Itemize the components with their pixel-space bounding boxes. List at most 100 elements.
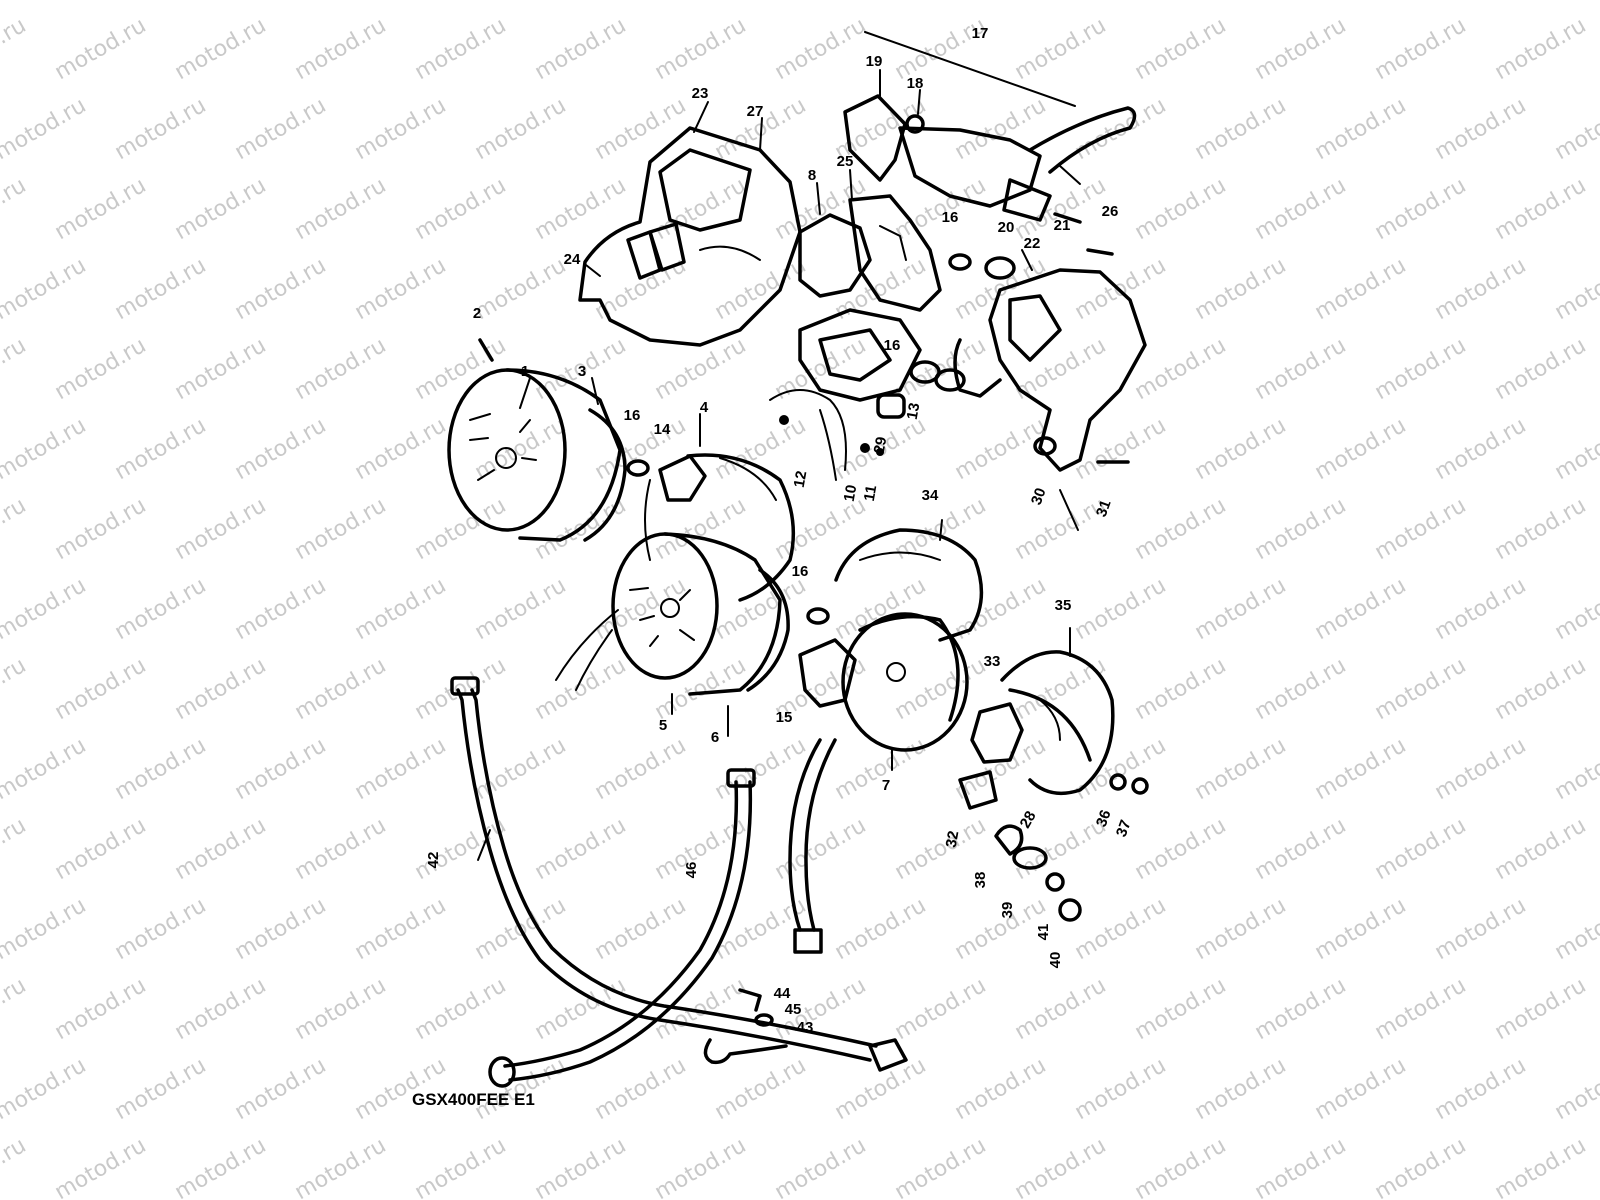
watermark-text: motod.ru bbox=[231, 573, 331, 645]
watermark-text: motod.ru bbox=[51, 973, 151, 1045]
watermark-text: motod.ru bbox=[1371, 13, 1471, 85]
callout-29: 29 bbox=[871, 436, 891, 455]
watermark-text: motod.ru bbox=[351, 893, 451, 965]
watermark-text: motod.ru bbox=[411, 333, 511, 405]
watermark-text: motod.ru bbox=[1431, 93, 1531, 165]
callout-16: 16 bbox=[624, 407, 641, 424]
watermark-text: motod.ru bbox=[1251, 653, 1351, 725]
watermark-text: motod.ru bbox=[51, 813, 151, 885]
watermark-text: motod.ru bbox=[831, 0, 931, 5]
watermark-text: motod.ru bbox=[771, 13, 871, 85]
watermark-text: motod.ru bbox=[891, 973, 991, 1045]
watermark-text: motod.ru bbox=[0, 1133, 30, 1200]
watermark-text: motod.ru bbox=[1491, 13, 1591, 85]
watermark-text: motod.ru bbox=[1191, 573, 1291, 645]
watermark-text: motod.ru bbox=[531, 813, 631, 885]
watermark-text: motod.ru bbox=[651, 973, 751, 1045]
watermark-text: motod.ru bbox=[0, 493, 30, 565]
callout-15: 15 bbox=[776, 709, 793, 726]
watermark-text: motod.ru bbox=[951, 1053, 1051, 1125]
watermark-text: motod.ru bbox=[0, 733, 90, 805]
watermark-text: motod.ru bbox=[411, 1133, 511, 1200]
watermark-text: motod.ru bbox=[651, 173, 751, 245]
watermark-text: motod.ru bbox=[351, 253, 451, 325]
callout-7: 7 bbox=[882, 777, 890, 794]
callout-30: 30 bbox=[1028, 486, 1050, 507]
watermark-text: motod.ru bbox=[231, 893, 331, 965]
watermark-text: motod.ru bbox=[1491, 813, 1591, 885]
callout-43: 43 bbox=[797, 1019, 814, 1036]
watermark-text: motod.ru bbox=[51, 653, 151, 725]
watermark-text: motod.ru bbox=[891, 13, 991, 85]
callout-23: 23 bbox=[692, 85, 709, 102]
watermark-text: motod.ru bbox=[1131, 1133, 1231, 1200]
watermark-text: motod.ru bbox=[111, 93, 211, 165]
callout-37: 37 bbox=[1113, 818, 1135, 839]
watermark-text: motod.ru bbox=[111, 253, 211, 325]
watermark-text: motod.ru bbox=[231, 413, 331, 485]
watermark-text: motod.ru bbox=[711, 1053, 811, 1125]
watermark-text: motod.ru bbox=[1551, 733, 1600, 805]
watermark-text: motod.ru bbox=[531, 13, 631, 85]
watermark-text: motod.ru bbox=[351, 573, 451, 645]
callout-44: 44 bbox=[774, 985, 791, 1002]
watermark-text: motod.ru bbox=[1251, 813, 1351, 885]
callout-14: 14 bbox=[654, 421, 671, 438]
watermark-text: motod.ru bbox=[1191, 413, 1291, 485]
watermark-text: motod.ru bbox=[1431, 573, 1531, 645]
callout-40: 40 bbox=[1047, 952, 1064, 969]
watermark-text: motod.ru bbox=[0, 813, 30, 885]
watermark-text: motod.ru bbox=[291, 173, 391, 245]
watermark-text: motod.ru bbox=[291, 1133, 391, 1200]
callout-39: 39 bbox=[999, 902, 1016, 919]
watermark-text: motod.ru bbox=[1311, 893, 1411, 965]
watermark-text: motod.ru bbox=[1491, 973, 1591, 1045]
watermark-text: motod.ru bbox=[0, 573, 90, 645]
callout-45: 45 bbox=[785, 1001, 802, 1018]
watermark-text: motod.ru bbox=[591, 93, 691, 165]
watermark-text: motod.ru bbox=[1551, 1053, 1600, 1125]
callout-21: 21 bbox=[1054, 217, 1071, 234]
callout-46: 46 bbox=[683, 862, 700, 879]
watermark-text: motod.ru bbox=[1311, 253, 1411, 325]
watermark-text: motod.ru bbox=[0, 413, 90, 485]
watermark-text: motod.ru bbox=[171, 333, 271, 405]
callout-4: 4 bbox=[700, 399, 709, 416]
watermark-text: motod.ru bbox=[171, 13, 271, 85]
watermark-text: motod.ru bbox=[411, 973, 511, 1045]
watermark-text: motod.ru bbox=[1371, 653, 1471, 725]
watermark-text: motod.ru bbox=[891, 653, 991, 725]
cable-clamp-part-43 bbox=[703, 988, 788, 1065]
watermark-text: motod.ru bbox=[591, 893, 691, 965]
watermark-text: motod.ru bbox=[651, 13, 751, 85]
watermark-text: motod.ru bbox=[51, 333, 151, 405]
watermark-text: motod.ru bbox=[111, 893, 211, 965]
watermark-text: motod.ru bbox=[771, 1133, 871, 1200]
callout-3: 3 bbox=[578, 363, 586, 380]
watermark-text: motod.ru bbox=[1071, 733, 1171, 805]
watermark-text: motod.ru bbox=[1251, 13, 1351, 85]
indicator-housing-part-34 bbox=[834, 528, 984, 642]
watermark-text: motod.ru bbox=[1431, 893, 1531, 965]
watermark-text: motod.ru bbox=[831, 1053, 931, 1125]
watermark-text: motod.ru bbox=[1311, 733, 1411, 805]
indicator-bracket-part-22 bbox=[948, 253, 1147, 472]
watermark-text: motod.ru bbox=[531, 653, 631, 725]
watermark-text: motod.ru bbox=[1071, 573, 1171, 645]
watermark-text: motod.ru bbox=[1071, 893, 1171, 965]
callout-19: 19 bbox=[866, 53, 883, 70]
watermark-text: motod.ru bbox=[1251, 333, 1351, 405]
watermark-text: motod.ru bbox=[1371, 1133, 1471, 1200]
watermark-text: motod.ru bbox=[171, 813, 271, 885]
watermark-text: motod.ru bbox=[1311, 93, 1411, 165]
watermark-text: motod.ru bbox=[531, 1133, 631, 1200]
watermark-text: motod.ru bbox=[1551, 253, 1600, 325]
callout-16: 16 bbox=[792, 563, 809, 580]
watermark-text: motod.ru bbox=[1251, 173, 1351, 245]
watermark-text: motod.ru bbox=[0, 93, 90, 165]
callout-17: 17 bbox=[972, 25, 989, 42]
speedometer-part-1 bbox=[447, 338, 707, 542]
watermark-text: motod.ru bbox=[1311, 0, 1411, 5]
watermark-text: motod.ru bbox=[951, 573, 1051, 645]
watermark-text: motod.ru bbox=[831, 573, 931, 645]
